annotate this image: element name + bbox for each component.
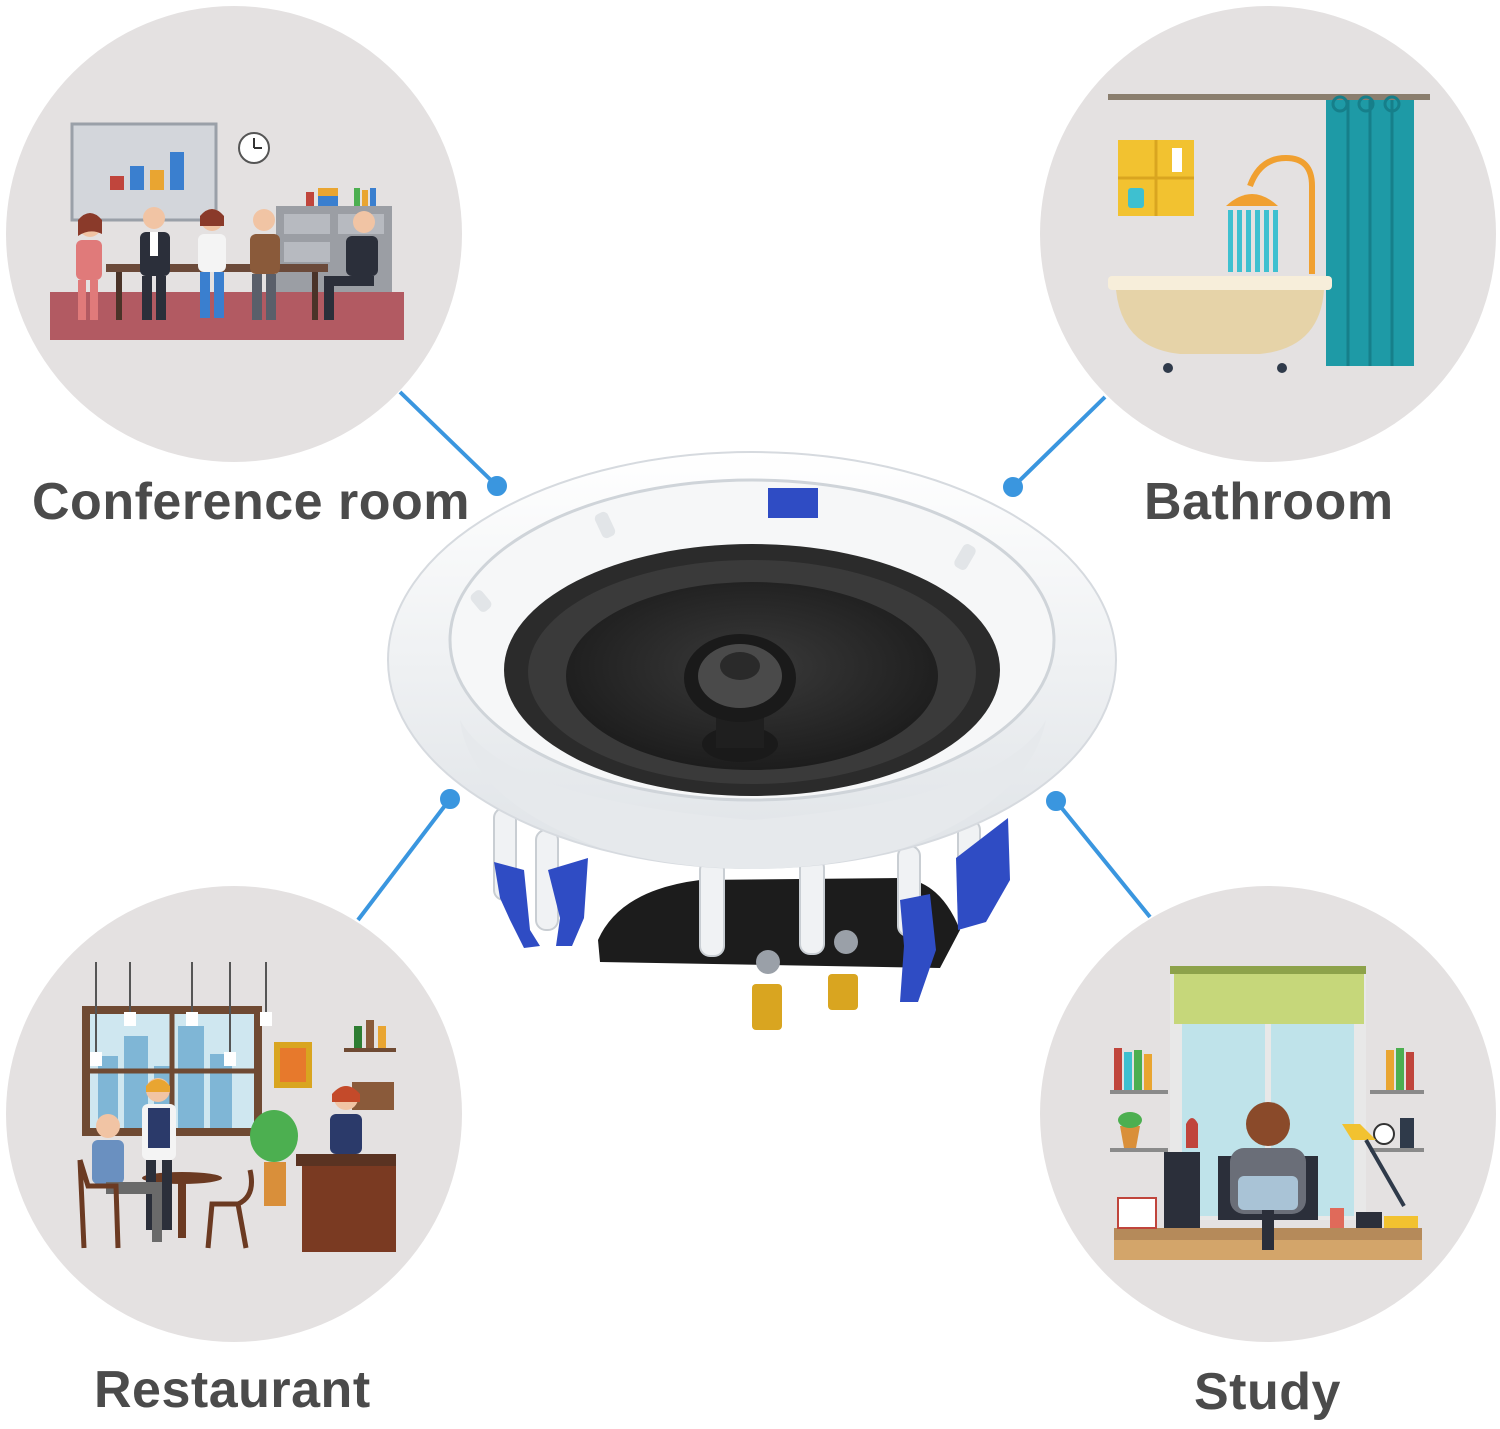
connector-line-study xyxy=(1054,799,1152,919)
conference-room-circle xyxy=(6,6,462,462)
restaurant-illustration xyxy=(77,962,396,1252)
conference-room-illustration xyxy=(50,122,404,340)
label-conference-room: Conference room xyxy=(32,473,471,531)
connector-line-restaurant xyxy=(356,797,452,922)
connector-dot-restaurant xyxy=(440,789,460,809)
connector-dot-conference xyxy=(487,476,507,496)
connector-dot-bathroom xyxy=(1003,477,1023,497)
label-restaurant: Restaurant xyxy=(94,1361,371,1419)
connector-dot-study xyxy=(1046,791,1066,811)
bathroom-circle xyxy=(1040,6,1496,462)
bathroom-illustration xyxy=(1108,94,1430,373)
study-circle xyxy=(1040,886,1496,1342)
study-illustration xyxy=(1110,966,1424,1260)
connector-line-conference xyxy=(398,390,499,488)
label-bathroom: Bathroom xyxy=(1144,473,1394,531)
restaurant-circle xyxy=(6,886,462,1342)
label-study: Study xyxy=(1194,1363,1341,1421)
connector-line-bathroom xyxy=(1011,395,1107,489)
